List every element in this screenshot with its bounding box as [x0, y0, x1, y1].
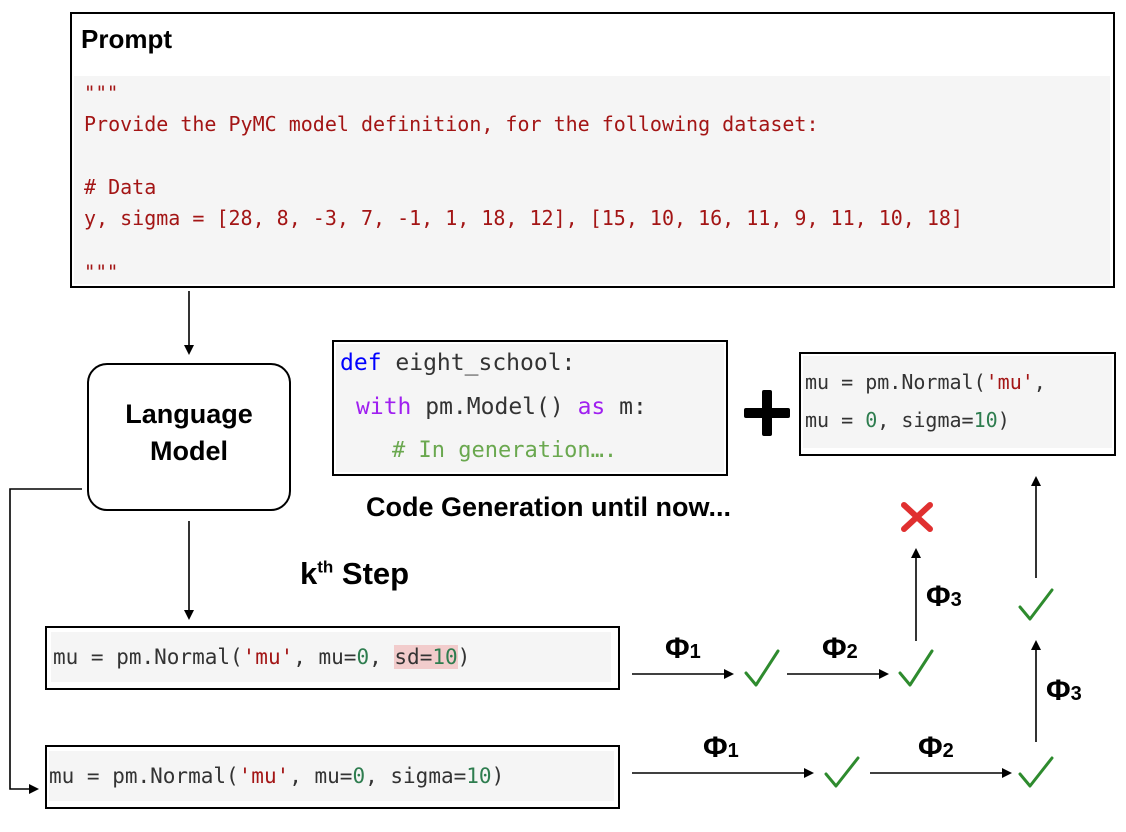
result-code-comma: ,	[1033, 370, 1046, 394]
result-code-string: 'mu'	[985, 370, 1034, 394]
keyword-as: as	[577, 394, 606, 420]
generated-code-comment: # In generation….	[392, 438, 618, 463]
cand2-string: 'mu'	[238, 764, 290, 788]
check-icon-row1-phi3	[1018, 588, 1054, 621]
phi2-label-row1: Φ2	[822, 632, 858, 665]
func-name: eight_school:	[381, 350, 576, 376]
language-model-box: Language Model	[87, 363, 291, 511]
step-k: k	[300, 556, 318, 591]
cand2-close: )	[491, 764, 505, 788]
keyword-def: def	[340, 350, 382, 376]
language-model-label-2: Model	[150, 436, 228, 466]
model-var: m:	[605, 394, 647, 420]
prompt-line3: y, sigma = [28, 8, -3, 7, -1, 1, 18, 12]…	[84, 206, 963, 230]
candidate-sigma-code: mu = pm.Normal('mu', mu=0, sigma=10)	[49, 764, 504, 788]
phi3-label-row1: Φ3	[926, 580, 962, 613]
generated-code-line1: def eight_school:	[340, 350, 575, 376]
arrow-lm-to-cand2	[9, 488, 82, 794]
candidate-sigma-area: mu = pm.Normal('mu', mu=0, sigma=10)	[49, 751, 614, 801]
candidate-sd-code: mu = pm.Normal('mu', mu=0, sd=10)	[53, 645, 470, 669]
candidate-sigma-box: mu = pm.Normal('mu', mu=0, sigma=10)	[45, 745, 620, 809]
step-rest: Step	[333, 556, 410, 591]
candidate-sd-area: mu = pm.Normal('mu', mu=0, sd=10)	[51, 632, 611, 682]
prompt-line2: # Data	[84, 175, 157, 199]
cand1-highlight: sd=10	[394, 645, 458, 669]
generated-code-box: def eight_school: with pm.Model() as m: …	[332, 340, 728, 476]
prompt-box: Prompt """ Provide the PyMC model defini…	[70, 12, 1115, 288]
phi2-label-row2: Φ2	[918, 731, 954, 764]
generated-code-area: def eight_school: with pm.Model() as m: …	[336, 344, 724, 472]
cand1-num-mu: 0	[356, 645, 370, 669]
cross-icon	[901, 502, 933, 532]
language-model-label-1: Language	[125, 399, 253, 429]
cand1-close: )	[457, 645, 471, 669]
result-code-num-sigma: 10	[973, 408, 998, 432]
cand1-mu: , mu=	[293, 645, 357, 669]
phi3-label-row2: Φ3	[1046, 674, 1082, 707]
prompt-title: Prompt	[81, 24, 172, 54]
result-code-line1: mu = pm.Normal('mu',	[805, 370, 1046, 394]
prompt-quote-close: """	[84, 261, 119, 283]
result-code-line2: mu = 0, sigma=10)	[805, 408, 1010, 432]
phi1-label-row1: Φ1	[665, 632, 701, 665]
keyword-with: with	[356, 394, 412, 420]
cand2-sigma: , sigma=	[365, 764, 467, 788]
code-generation-label: Code Generation until now...	[366, 492, 732, 522]
step-sup: th	[317, 557, 334, 577]
cand1-sd: sd=	[394, 645, 433, 669]
result-code-box: mu = pm.Normal('mu', mu = 0, sigma=10)	[799, 352, 1116, 456]
step-label: kth Step	[300, 556, 409, 592]
prompt-quote-open: """	[84, 82, 119, 104]
phi1-label-row2: Φ1	[703, 731, 739, 764]
check-icon-row2-phi2	[1018, 756, 1054, 788]
plus-icon	[744, 390, 790, 436]
cand1-sep: ,	[369, 645, 395, 669]
cand2-mu: , mu=	[289, 764, 353, 788]
result-code-call: mu = pm.Normal(	[805, 370, 986, 394]
cand1-num-sd: 10	[432, 645, 458, 669]
result-code-arg: mu =	[805, 408, 866, 432]
result-code-num-mu: 0	[865, 408, 878, 432]
result-code-area: mu = pm.Normal('mu', mu = 0, sigma=10)	[803, 356, 1112, 448]
cand1-string: 'mu'	[242, 645, 294, 669]
prompt-code-area: """ Provide the PyMC model definition, f…	[74, 76, 1110, 284]
check-icon-row1-phi1	[744, 649, 780, 687]
cand1-call: mu = pm.Normal(	[53, 645, 243, 669]
model-call: pm.Model()	[411, 394, 578, 420]
check-icon-row1-phi2	[898, 649, 934, 687]
candidate-sd-box: mu = pm.Normal('mu', mu=0, sd=10)	[45, 626, 620, 690]
cand2-num-mu: 0	[352, 764, 366, 788]
cand2-call: mu = pm.Normal(	[49, 764, 239, 788]
generated-code-line2: with pm.Model() as m:	[356, 394, 647, 420]
prompt-line1: Provide the PyMC model definition, for t…	[84, 112, 819, 136]
result-code-close: )	[997, 408, 1010, 432]
check-icon-row2-phi1	[824, 756, 860, 788]
cand2-num-sigma: 10	[466, 764, 492, 788]
result-code-sigma: , sigma=	[877, 408, 974, 432]
